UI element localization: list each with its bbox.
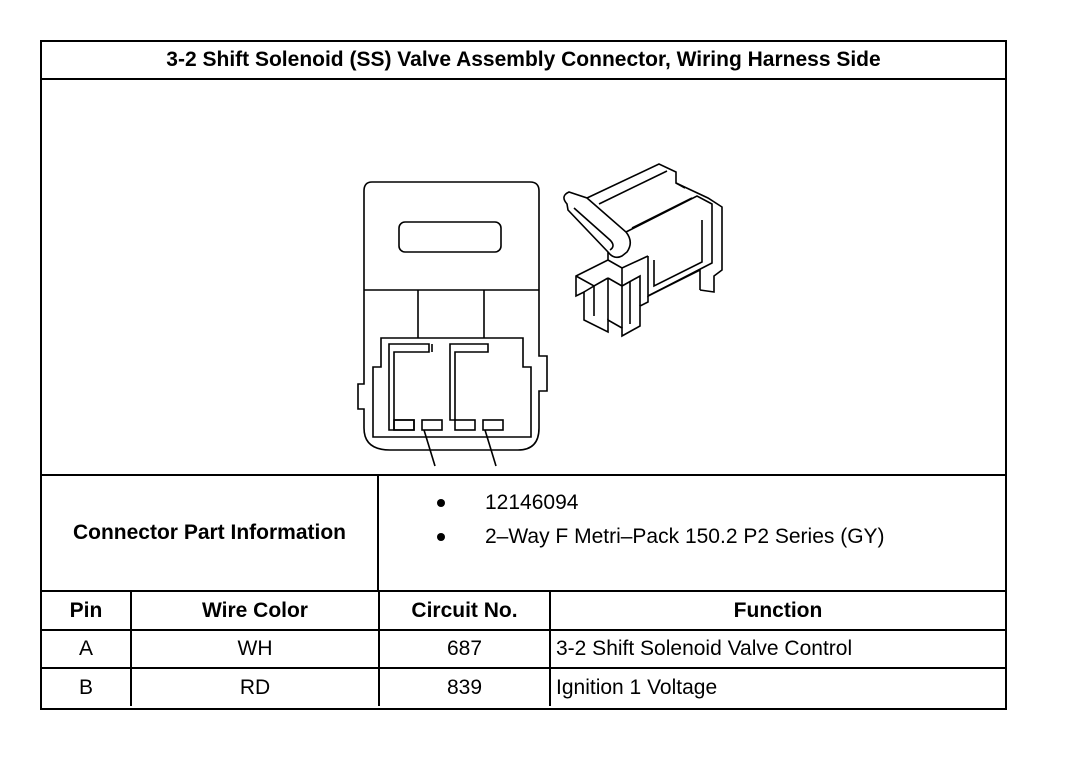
table-row: A WH 687 3-2 Shift Solenoid Valve Contro… (42, 630, 1005, 669)
cell-wire-color: WH (131, 630, 380, 669)
sheet-title: 3-2 Shift Solenoid (SS) Valve Assembly C… (42, 42, 1005, 80)
pin-table: Pin Wire Color Circuit No. Function A WH… (42, 592, 1005, 706)
header-pin: Pin (42, 592, 132, 631)
bullet-icon (437, 499, 445, 507)
cell-pin: A (42, 630, 132, 669)
header-circuit-no: Circuit No. (379, 592, 551, 631)
connector-figure: B A (42, 80, 1005, 476)
pin-a-leader (484, 429, 497, 467)
cell-circuit: 687 (379, 630, 551, 669)
cell-function: 3-2 Shift Solenoid Valve Control (550, 630, 1005, 669)
connector-isometric (563, 163, 723, 338)
list-item: 12146094 (379, 486, 885, 520)
pin-a-label: A (490, 472, 505, 474)
connector-info-label: Connector Part Information (42, 476, 379, 590)
connector-sheet: 3-2 Shift Solenoid (SS) Valve Assembly C… (40, 40, 1007, 710)
cell-pin: B (42, 668, 132, 706)
pin-b-leader (423, 429, 436, 467)
list-item: 2–Way F Metri–Pack 150.2 P2 Series (GY) (379, 520, 885, 554)
connector-part-info: Connector Part Information 12146094 2–Wa… (42, 476, 1005, 592)
cell-circuit: 839 (379, 668, 551, 706)
connector-front-body (357, 181, 548, 451)
pin-b-label: B (428, 472, 442, 474)
header-function: Function (550, 592, 1005, 631)
table-row: B RD 839 Ignition 1 Voltage (42, 668, 1005, 706)
cavity-b (388, 343, 430, 431)
table-header-row: Pin Wire Color Circuit No. Function (42, 592, 1005, 631)
connector-illustration: B A (357, 163, 723, 474)
part-number: 12146094 (485, 491, 579, 514)
cell-function: Ignition 1 Voltage (556, 675, 718, 699)
cell-wire-color: RD (131, 668, 380, 706)
cavity-a (449, 343, 489, 421)
latch-window (398, 221, 502, 253)
header-wire-color: Wire Color (131, 592, 380, 631)
bullet-icon (437, 533, 445, 541)
connector-info-list: 12146094 2–Way F Metri–Pack 150.2 P2 Ser… (379, 486, 885, 554)
connector-description: 2–Way F Metri–Pack 150.2 P2 Series (GY) (485, 525, 885, 548)
